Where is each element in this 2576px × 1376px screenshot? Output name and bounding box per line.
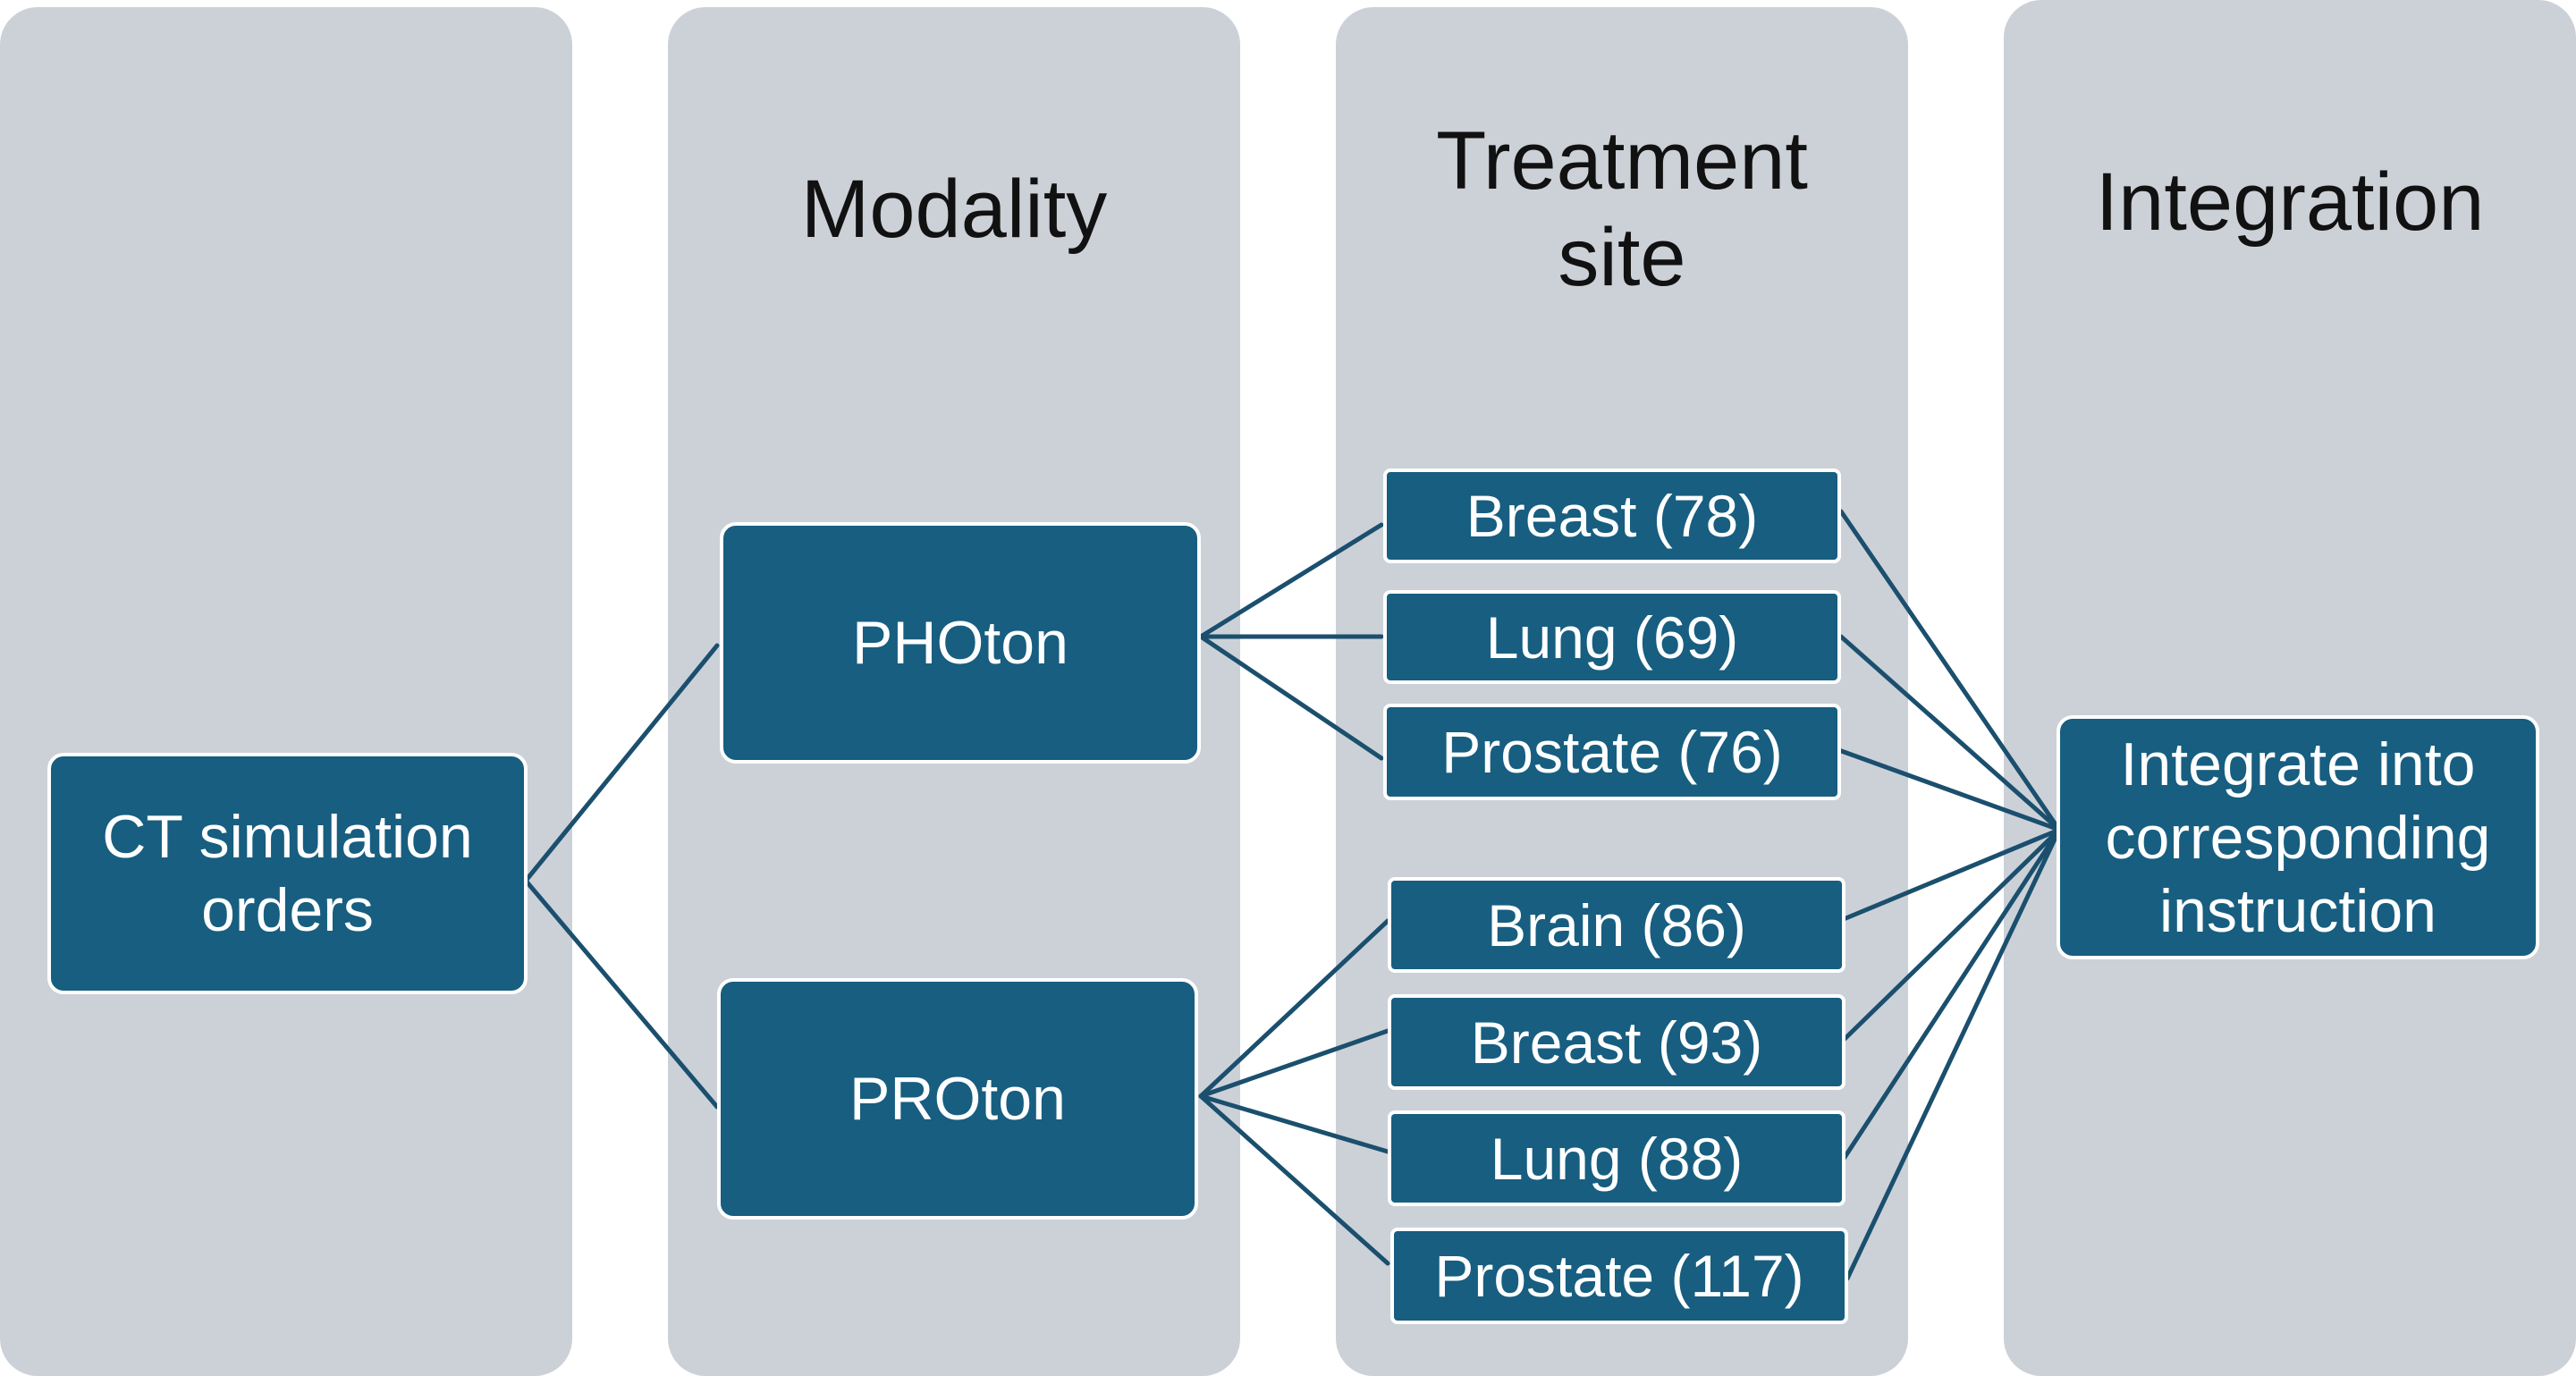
proton-node: PROton bbox=[717, 978, 1198, 1220]
modality-title: Modality bbox=[800, 164, 1108, 255]
photon-node: PHOton bbox=[720, 522, 1201, 764]
site-photon-prostate: Prostate (76) bbox=[1383, 704, 1841, 800]
column-integration bbox=[2004, 0, 2576, 1376]
site-proton-prostate: Prostate (117) bbox=[1390, 1228, 1848, 1324]
site-proton-breast: Breast (93) bbox=[1388, 994, 1845, 1090]
site-photon-lung: Lung (69) bbox=[1383, 590, 1841, 684]
integration-title: Integration bbox=[2095, 156, 2485, 248]
column-input bbox=[0, 7, 572, 1376]
treatment-site-title: Treatment site bbox=[1436, 115, 1808, 303]
site-photon-breast: Breast (78) bbox=[1383, 469, 1841, 563]
site-proton-brain: Brain (86) bbox=[1388, 877, 1845, 973]
integrate-node: Integrate into corresponding instruction bbox=[2057, 715, 2539, 959]
ct-simulation-orders-node: CT simulation orders bbox=[47, 753, 528, 994]
site-proton-lung: Lung (88) bbox=[1388, 1110, 1845, 1206]
